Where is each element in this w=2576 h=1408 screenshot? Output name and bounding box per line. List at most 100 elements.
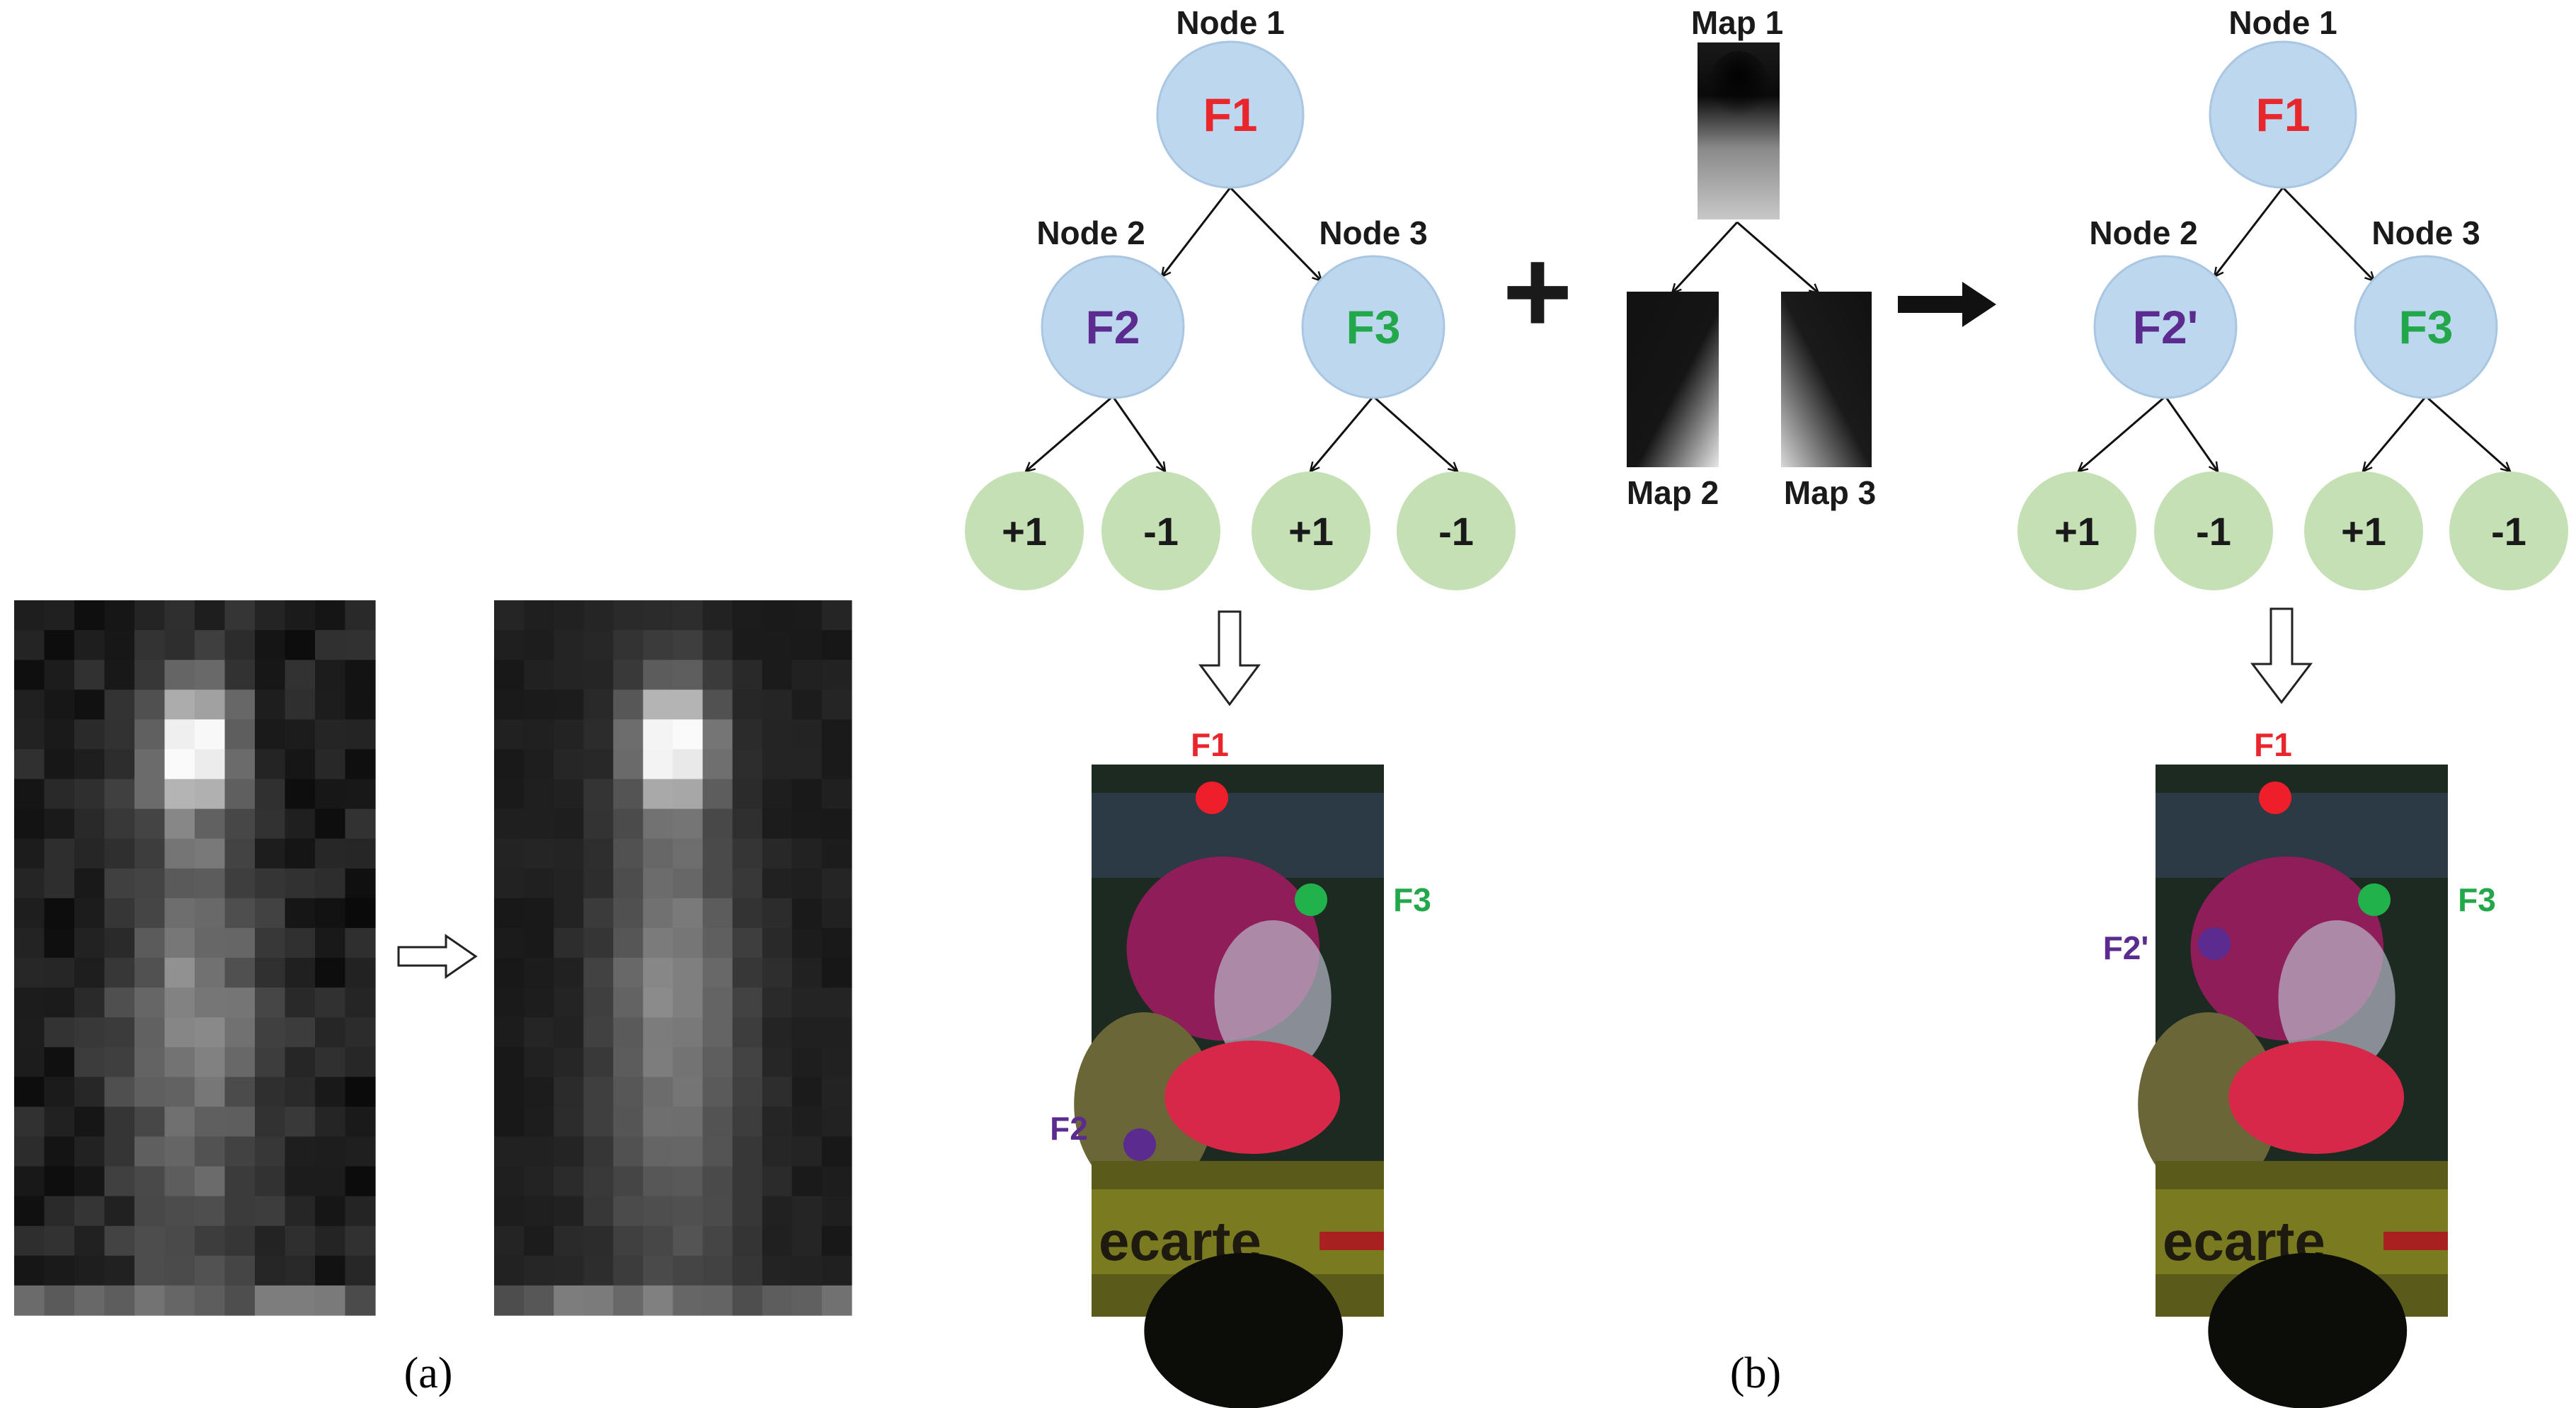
pixel-cell [74,1136,105,1167]
pixel-cell [14,988,45,1018]
pixel-cell [613,719,643,750]
pixel-cell [672,808,704,840]
pixel-cell [195,1077,226,1107]
pixel-cell [524,630,554,660]
pixel-cell [494,1255,525,1286]
pixel-cell [74,630,105,660]
pixel-cell [613,988,643,1018]
pixel-cell [44,1255,75,1286]
pixel-cell [44,779,75,810]
pixel-cell [224,808,256,840]
pixel-cell [613,838,643,869]
pixel-cell [821,660,852,690]
node-3-circle [1301,255,1446,399]
pixel-cell [672,1136,704,1167]
pixel-cell [762,927,793,958]
pixel-cell [195,1136,226,1167]
pixel-cell [732,1166,763,1197]
pixel-cell [613,689,643,720]
pixel-cell [14,630,45,660]
pixel-cell [613,749,643,780]
pixel-cell [554,898,584,929]
pixel-cell [255,1285,286,1316]
pixel-cell [134,719,166,750]
pixel-cell [104,630,135,660]
leaf-3-label-right: +1 [2341,509,2386,554]
pixel-cell [643,838,674,869]
pixel-cell [195,1255,226,1286]
pixel-cell [702,749,733,780]
pixel-cell [315,600,346,631]
pixel-cell [195,1285,226,1316]
pixel-cell [762,749,793,780]
leaf-1-label-right: +1 [2054,509,2100,554]
pixel-cell [345,838,376,869]
pixel-cell [762,898,793,929]
pixel-cell [672,1285,704,1316]
pixel-cell [554,1166,584,1197]
pixel-cell [791,958,823,988]
pixel-cell [762,958,793,988]
pixel-cell [74,808,105,840]
tree-left: Node 1 F1 Node 2 F2 Node 3 Node 3 F3 +1 … [965,4,1516,706]
pixel-cell [583,630,614,660]
pixel-cell [643,988,674,1018]
pixel-cell [762,1255,793,1286]
node-2-circle-right [2093,255,2238,399]
caption-a: (a) [404,1349,453,1397]
pixel-cell [345,808,376,840]
pixel-cell [255,1255,286,1286]
pixel-cell [821,1136,852,1167]
pixel-cell [14,600,45,631]
pixel-cell [791,660,823,690]
pixel-cell [164,898,195,929]
pixel-cell [134,1136,166,1167]
pixel-cell [14,779,45,810]
pixel-cell [134,898,166,929]
pixel-cell [554,1255,584,1286]
photo-red-stripe [1320,1232,1384,1250]
pixel-cell [285,898,316,929]
pixel-cell [164,808,195,840]
pixel-cell [315,1255,346,1286]
pixel-cell [164,868,195,899]
pixel-cell [821,749,852,780]
pixel-cell [494,1196,525,1227]
pixel-cell [554,1136,584,1167]
pixel-cell [285,958,316,988]
pixel-cell [285,988,316,1018]
pixel-cell [195,660,226,690]
pixel-cell [14,1285,45,1316]
photo-left-f1-label: F1 [1191,726,1229,763]
pixel-cell [164,749,195,780]
pixel-cell [524,838,554,869]
pixel-cell [224,689,256,720]
pixel-cell [14,1225,45,1257]
pixel-cell [315,749,346,780]
pixel-cell [164,660,195,690]
pixel-cell [732,749,763,780]
pixel-cell [821,1285,852,1316]
pixel-cell [315,689,346,720]
pixel-cell [14,1166,45,1197]
photo-right-f3-dot [2358,883,2391,916]
pixel-cell [762,719,793,750]
pixel-cell [821,1225,852,1257]
pixel-cell [791,1285,823,1316]
pixel-cell [643,1196,674,1227]
pixel-cell [134,779,166,810]
photo-left-f2-label: F2 [1050,1110,1088,1147]
pixel-cell [164,1047,195,1077]
pixel-cell [345,1136,376,1167]
pixel-cell [315,988,346,1018]
photo-right-f1-label: F1 [2254,726,2292,763]
pixel-cell [195,719,226,750]
pixel-cell [791,868,823,899]
node-1-title-right: Node 1 [2228,4,2337,41]
node-1-circle-right [2209,40,2357,189]
pixel-cell [285,779,316,810]
pixel-cell [672,988,704,1018]
pixel-cell [14,808,45,840]
pixel-cell [821,779,852,810]
pixel-cell [702,1047,733,1077]
